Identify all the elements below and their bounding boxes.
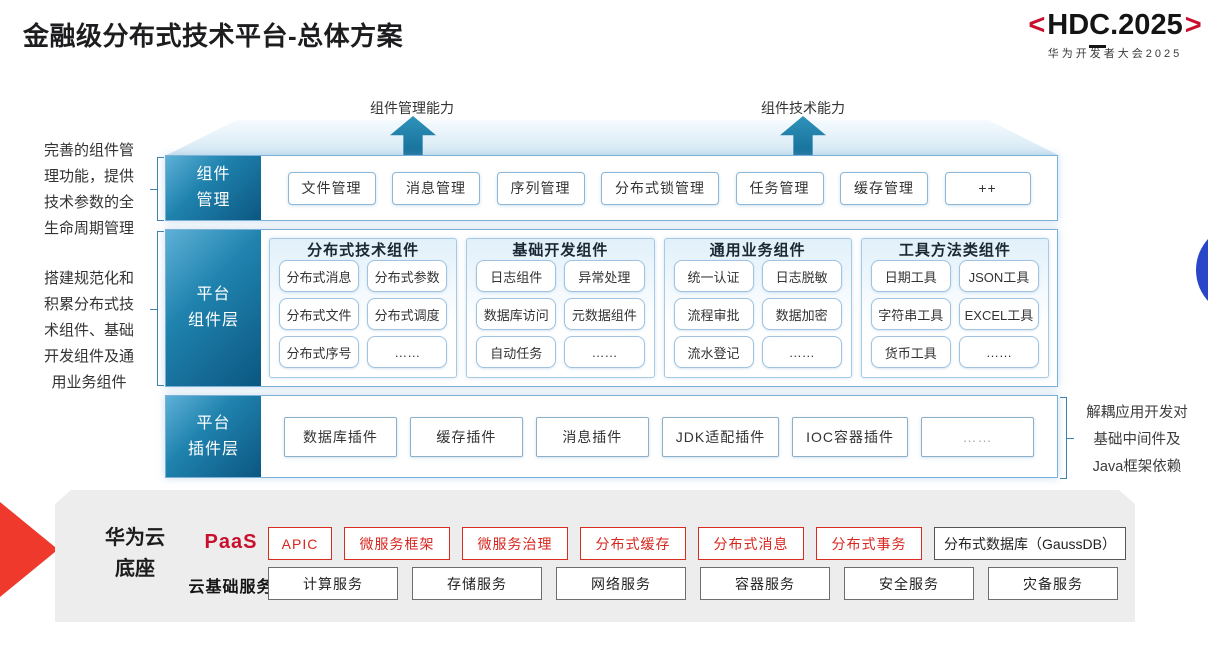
blue-circle-decoration <box>1196 224 1208 316</box>
mgmt-item: 缓存管理 <box>840 171 928 205</box>
huawei-cloud-foundation: 华为云 底座 PaaS 云基础服务 APIC 微服务框架 微服务治理 分布式缓存… <box>55 490 1135 622</box>
paas-label: PaaS <box>204 531 258 553</box>
column-base-dev: 基础开发组件 日志组件 异常处理 数据库访问 元数据组件 自动任务 …… <box>466 238 655 378</box>
plugin-items: 数据库插件 缓存插件 消息插件 JDK适配插件 IOC容器插件 …… <box>261 396 1057 477</box>
component-item: 日志组件 <box>476 260 557 292</box>
component-item: 元数据组件 <box>564 298 645 330</box>
column-tool-methods: 工具方法类组件 日期工具 JSON工具 字符串工具 EXCEL工具 货币工具 …… <box>860 238 1049 378</box>
red-wedge-icon <box>0 502 58 597</box>
column-header: 工具方法类组件 <box>898 242 1011 259</box>
plugin-item: 消息插件 <box>535 416 649 457</box>
cloud-item: 容器服务 <box>700 567 830 600</box>
mgmt-item-plus: ++ <box>944 171 1031 205</box>
top-3d-face <box>165 120 1060 156</box>
row-label-platform-components: 平台 组件层 <box>166 230 261 386</box>
plugin-item: JDK适配插件 <box>661 416 780 457</box>
bracket-tick <box>150 308 157 310</box>
paas-item: 分布式缓存 <box>580 527 686 560</box>
cloud-services-label: 云基础服务 <box>188 579 274 596</box>
component-item: 分布式调度 <box>367 298 448 330</box>
component-item: JSON工具 <box>958 260 1039 292</box>
column-common-business: 通用业务组件 统一认证 日志脱敏 流程审批 数据加密 流水登记 …… <box>663 238 852 378</box>
row-platform-plugins: 平台 插件层 数据库插件 缓存插件 消息插件 JDK适配插件 IOC容器插件 …… <box>165 395 1058 478</box>
mgmt-item: 任务管理 <box>735 171 824 205</box>
conference-subtitle: 华为开发者大会2025 <box>1047 48 1183 60</box>
cloud-item: 计算服务 <box>268 567 398 600</box>
component-item: 分布式序号 <box>279 336 360 368</box>
component-management-items: 文件管理 消息管理 序列管理 分布式锁管理 任务管理 缓存管理 ++ <box>261 156 1057 220</box>
column-grid: 日期工具 JSON工具 字符串工具 EXCEL工具 货币工具 …… <box>862 260 1048 377</box>
column-header: 分布式技术组件 <box>307 242 420 259</box>
component-item: 流程审批 <box>673 298 754 330</box>
column-header: 基础开发组件 <box>512 242 609 259</box>
paas-item: 微服务治理 <box>462 527 568 560</box>
foundation-label: 华为云 底座 <box>105 527 165 580</box>
note-decoupling: 解耦应用开发对 基础中间件及 Java框架依赖 <box>1086 405 1188 475</box>
row-label-platform-plugins: 平台 插件层 <box>166 396 261 477</box>
paas-item: 分布式事务 <box>816 527 922 560</box>
bracket-left-row1 <box>150 157 164 221</box>
component-item: 数据加密 <box>761 298 842 330</box>
mgmt-item: 分布式锁管理 <box>601 171 719 205</box>
plugin-item: 缓存插件 <box>409 416 523 457</box>
bracket-tick <box>150 189 157 190</box>
mgmt-item: 消息管理 <box>392 171 480 205</box>
plugin-item: 数据库插件 <box>283 416 397 457</box>
component-item: 日志脱敏 <box>761 260 842 292</box>
cloud-item: 灾备服务 <box>988 567 1118 600</box>
component-item-more: …… <box>564 336 645 368</box>
cloud-item: 网络服务 <box>556 567 686 600</box>
plugin-item: IOC容器插件 <box>792 416 909 457</box>
component-item: 分布式参数 <box>367 260 448 292</box>
component-item: EXCEL工具 <box>958 298 1039 330</box>
logo-c-underline <box>1089 45 1106 48</box>
bracket-tick <box>1067 438 1074 439</box>
component-item-more: …… <box>958 336 1039 368</box>
logo-left-angle-icon: < <box>1028 9 1046 41</box>
column-header: 通用业务组件 <box>709 242 806 259</box>
column-grid: 统一认证 日志脱敏 流程审批 数据加密 流水登记 …… <box>665 260 851 377</box>
component-item: 货币工具 <box>870 336 951 368</box>
component-item: 分布式消息 <box>279 260 360 292</box>
capability-label-technology: 组件技术能力 <box>761 100 845 116</box>
paas-item: 分布式消息 <box>698 527 804 560</box>
paas-items: APIC 微服务框架 微服务治理 分布式缓存 分布式消息 分布式事务 分布式数据… <box>268 527 1126 560</box>
row-label-component-management: 组件 管理 <box>166 156 261 220</box>
component-item: 字符串工具 <box>870 298 951 330</box>
component-item: 流水登记 <box>673 336 754 368</box>
paas-item: APIC <box>268 527 332 560</box>
cloud-service-items: 计算服务 存储服务 网络服务 容器服务 安全服务 灾备服务 <box>268 567 1118 600</box>
column-grid: 日志组件 异常处理 数据库访问 元数据组件 自动任务 …… <box>467 260 653 377</box>
mgmt-item: 序列管理 <box>496 171 585 205</box>
paas-item-gaussdb: 分布式数据库（GaussDB） <box>934 527 1126 560</box>
hdc-logo-text: HDC.2025 <box>1047 9 1183 41</box>
hdc-logo: < HDC.2025 > 华为开发者大会2025 <box>1026 8 1204 61</box>
paas-item: 微服务框架 <box>344 527 450 560</box>
plugin-item-more: …… <box>920 416 1034 457</box>
component-item: 自动任务 <box>476 336 557 368</box>
bracket-left-row2 <box>150 231 164 386</box>
row-platform-components: 平台 组件层 分布式技术组件 分布式消息 分布式参数 分布式文件 分布式调度 分… <box>165 229 1058 387</box>
bracket-right-row3 <box>1060 397 1074 479</box>
component-item: 数据库访问 <box>476 298 557 330</box>
cloud-item: 安全服务 <box>844 567 974 600</box>
column-grid: 分布式消息 分布式参数 分布式文件 分布式调度 分布式序号 …… <box>270 260 456 377</box>
page-title: 金融级分布式技术平台-总体方案 <box>23 21 404 51</box>
hdc-logo-wordmark: < HDC.2025 > <box>1026 8 1204 48</box>
mgmt-item: 文件管理 <box>287 171 376 205</box>
component-item-more: …… <box>761 336 842 368</box>
capability-label-management: 组件管理能力 <box>370 100 454 116</box>
cloud-item: 存储服务 <box>412 567 542 600</box>
row-component-management: 组件 管理 文件管理 消息管理 序列管理 分布式锁管理 任务管理 缓存管理 ++ <box>165 155 1058 221</box>
logo-right-angle-icon: > <box>1184 9 1202 41</box>
column-distributed-tech: 分布式技术组件 分布式消息 分布式参数 分布式文件 分布式调度 分布式序号 …… <box>269 238 458 378</box>
note-component-management: 完善的组件管 理功能，提供 技术参数的全 生命周期管理 <box>43 142 134 237</box>
note-platform-components: 搭建规范化和 积累分布式技 术组件、基础 开发组件及通 用业务组件 <box>43 270 134 391</box>
component-item: 分布式文件 <box>279 298 360 330</box>
component-item-more: …… <box>367 336 448 368</box>
component-item: 异常处理 <box>564 260 645 292</box>
component-item: 统一认证 <box>673 260 754 292</box>
component-columns: 分布式技术组件 分布式消息 分布式参数 分布式文件 分布式调度 分布式序号 ……… <box>261 230 1057 386</box>
component-item: 日期工具 <box>870 260 951 292</box>
